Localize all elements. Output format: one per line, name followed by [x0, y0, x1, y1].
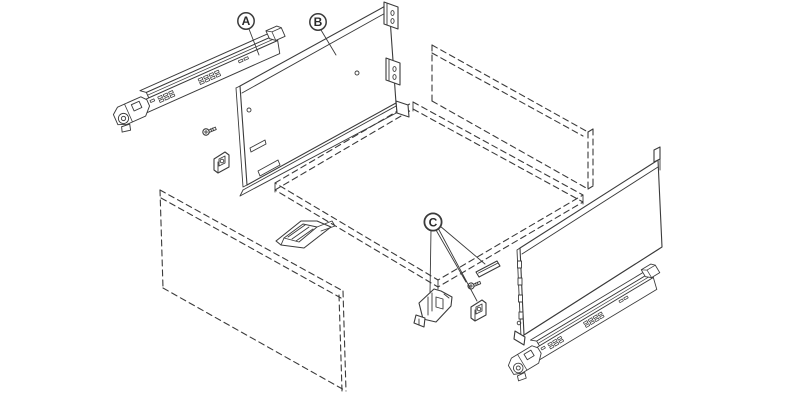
mounting-screw-right — [466, 280, 482, 291]
diagram-root: A B C — [107, 1, 672, 392]
callout-c-label: C — [429, 215, 438, 229]
mounting-screw-left — [201, 126, 218, 137]
drawer-side-panel-left — [235, 1, 410, 197]
rear-panel-dashed — [431, 44, 594, 190]
callout-a: A — [237, 12, 260, 56]
front-fixing-device — [275, 220, 336, 249]
locking-clip-left — [213, 151, 230, 174]
callout-a-leader — [248, 28, 260, 56]
callout-b-label: B — [314, 15, 323, 29]
locking-clip-right — [470, 299, 487, 322]
callout-c: C — [423, 212, 486, 302]
callout-c-leaders — [429, 225, 486, 302]
drawer-side-panel-right — [513, 146, 663, 346]
callout-b-leader — [320, 29, 337, 56]
drawer-bottom-corner-ticks — [274, 101, 584, 290]
front-panel-dashed — [159, 189, 347, 392]
callout-a-circle — [237, 12, 255, 30]
callout-b: B — [309, 13, 337, 56]
callout-c-circle — [423, 212, 443, 232]
callout-b-circle — [309, 13, 327, 31]
fixing-bracket — [413, 288, 453, 328]
callout-a-label: A — [242, 14, 251, 28]
cover-cap — [475, 260, 501, 278]
